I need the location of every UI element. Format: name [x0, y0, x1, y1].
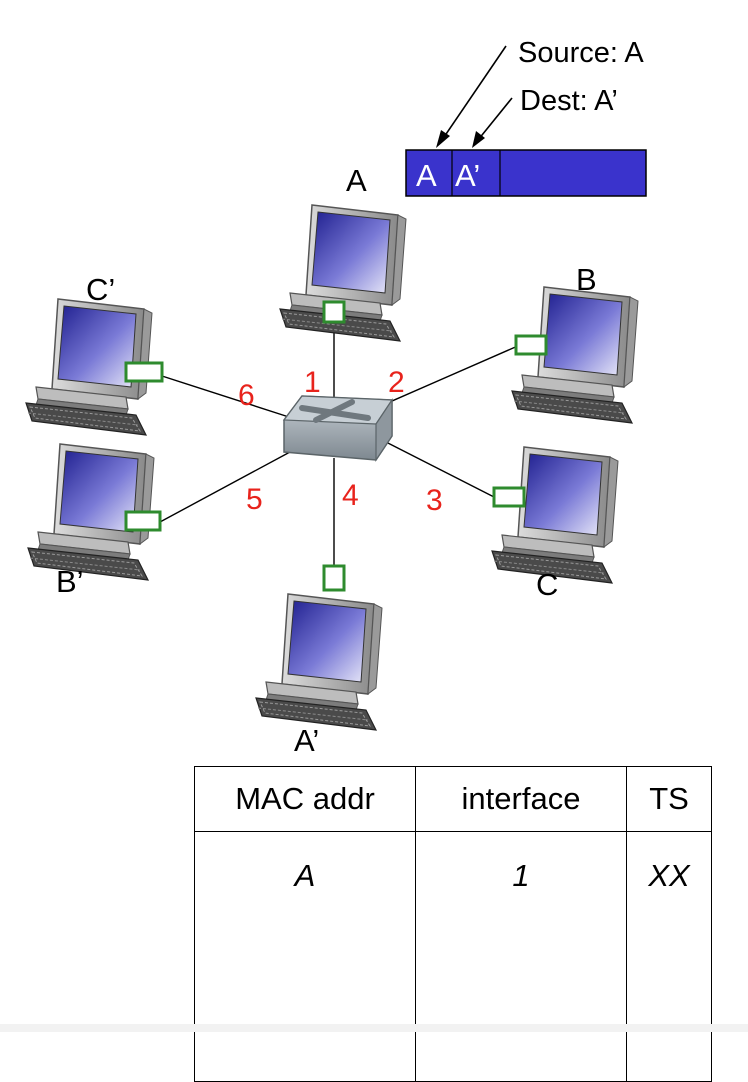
- network-adapter-icon: [322, 564, 346, 592]
- link-2: [375, 344, 521, 409]
- bottom-strip: [0, 1024, 748, 1032]
- port-label-5: 5: [246, 483, 263, 516]
- host-label-a: A: [346, 163, 367, 198]
- host-label-a-prime: A’: [294, 723, 319, 758]
- host-b-prime: [27, 443, 162, 581]
- frame-box: [405, 149, 647, 197]
- network-adapter-icon: [124, 361, 164, 383]
- host-a-prime: [255, 564, 383, 731]
- host-a: [279, 204, 407, 342]
- source-annotation: Source: A: [518, 37, 644, 69]
- ethernet-frame: A A’: [405, 149, 647, 197]
- port-label-3: 3: [426, 484, 443, 517]
- table-cell-ts: XX: [626, 831, 712, 1082]
- network-adapter-icon: [492, 486, 526, 508]
- link-6: [161, 375, 293, 419]
- table-row: A 1 XX: [194, 831, 712, 1082]
- port-label-1: 1: [304, 366, 321, 399]
- network-diagram: A B C A’ B’ C’ 1 2 3 4 5 6 A A’ Source: …: [25, 37, 647, 758]
- link-3: [381, 439, 495, 498]
- frame-source-address: A: [416, 158, 437, 193]
- desktop-computer-icon: [491, 446, 619, 584]
- column-header-mac: MAC addr: [194, 766, 416, 832]
- host-b: [511, 286, 639, 424]
- port-label-2: 2: [388, 366, 405, 399]
- table-cell-mac: A: [194, 831, 416, 1082]
- table-header-row: MAC addr interface TS: [194, 766, 712, 832]
- host-c-prime: [25, 298, 164, 436]
- dest-annotation: Dest: A’: [520, 85, 618, 117]
- host-label-c-prime: C’: [86, 272, 115, 307]
- network-adapter-icon: [124, 510, 162, 532]
- port-label-6: 6: [238, 379, 255, 412]
- host-c: [491, 446, 619, 584]
- port-label-4: 4: [342, 479, 359, 512]
- frame-annotations: [436, 45, 513, 148]
- column-header-ts: TS: [626, 766, 712, 832]
- network-adapter-icon: [322, 300, 346, 324]
- network-adapter-icon: [514, 334, 548, 356]
- frame-dest-address: A’: [455, 158, 480, 193]
- column-header-interface: interface: [415, 766, 627, 832]
- host-label-c: C: [536, 567, 558, 602]
- link-5: [159, 451, 291, 523]
- links: [159, 322, 521, 566]
- switch-icon: [282, 395, 394, 462]
- switch-table: MAC addr interface TS A 1 XX: [194, 766, 712, 1082]
- table-cell-interface: 1: [415, 831, 627, 1082]
- host-label-b-prime: B’: [56, 564, 84, 599]
- desktop-computer-icon: [255, 593, 383, 731]
- host-label-b: B: [576, 262, 597, 297]
